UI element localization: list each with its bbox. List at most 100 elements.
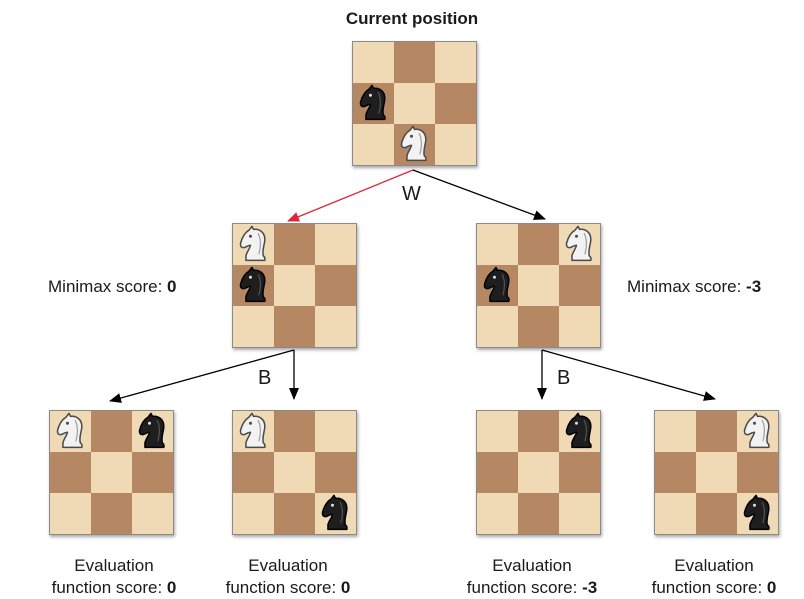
board-square-b1 bbox=[518, 493, 559, 534]
chessboard bbox=[477, 224, 600, 347]
board-square-b3 bbox=[274, 224, 315, 265]
minimax-score-value: -3 bbox=[746, 277, 762, 296]
right-minimax-score: Minimax score: -3 bbox=[627, 276, 761, 298]
board-square-b2 bbox=[274, 265, 315, 306]
board-square-c1 bbox=[132, 493, 173, 534]
board-square-a1 bbox=[655, 493, 696, 534]
board-square-a1 bbox=[233, 493, 274, 534]
board-square-a3 bbox=[655, 411, 696, 452]
black-knight-icon bbox=[565, 412, 592, 449]
board-square-b3 bbox=[518, 411, 559, 452]
board-square-b2 bbox=[696, 452, 737, 493]
eval-line2: function score: 0 bbox=[29, 577, 199, 599]
black-knight-icon bbox=[239, 266, 266, 303]
board-square-c2 bbox=[132, 452, 173, 493]
eval-label: function score: bbox=[225, 578, 341, 597]
board-square-b2 bbox=[394, 83, 435, 124]
eval-value: 0 bbox=[766, 578, 777, 597]
chessboard bbox=[233, 224, 356, 347]
chessboard bbox=[655, 411, 778, 534]
board-square-a1 bbox=[353, 124, 394, 165]
board-square-b3 bbox=[394, 42, 435, 83]
leaf4-eval: Evaluation function score: 0 bbox=[629, 555, 799, 599]
eval-line1: Evaluation bbox=[74, 556, 154, 575]
diagram-title: Current position bbox=[345, 9, 479, 28]
black-knight-icon bbox=[483, 266, 510, 303]
board-square-b3 bbox=[274, 411, 315, 452]
arrow-right-to-leaf4 bbox=[541, 349, 716, 401]
left-minimax-score: Minimax score: 0 bbox=[48, 276, 177, 298]
arrow-root-to-left-chosen bbox=[287, 169, 414, 222]
eval-label: function score: bbox=[651, 578, 767, 597]
arrow-root-to-right bbox=[412, 169, 546, 220]
eval-line1: Evaluation bbox=[674, 556, 754, 575]
leaf2-board bbox=[232, 410, 357, 535]
board-square-a2 bbox=[477, 452, 518, 493]
board-square-c1 bbox=[435, 124, 476, 165]
leaf3-eval: Evaluation function score: -3 bbox=[447, 555, 617, 599]
chessboard bbox=[353, 42, 476, 165]
board-square-c2 bbox=[315, 265, 356, 306]
board-square-a2 bbox=[50, 452, 91, 493]
leaf1-eval: Evaluation function score: 0 bbox=[29, 555, 199, 599]
eval-line1: Evaluation bbox=[492, 556, 572, 575]
arrow-left-to-leaf1 bbox=[109, 349, 295, 403]
board-square-b2 bbox=[91, 452, 132, 493]
eval-line2: function score: -3 bbox=[447, 577, 617, 599]
board-square-b1 bbox=[518, 306, 559, 347]
eval-value: -3 bbox=[582, 578, 598, 597]
white-knight-icon bbox=[239, 225, 266, 262]
board-square-c2 bbox=[315, 452, 356, 493]
leaf1-board bbox=[49, 410, 174, 535]
right-board bbox=[476, 223, 601, 348]
board-square-a2 bbox=[655, 452, 696, 493]
board-square-b1 bbox=[274, 493, 315, 534]
board-square-b3 bbox=[518, 224, 559, 265]
white-knight-icon bbox=[239, 412, 266, 449]
board-square-b3 bbox=[91, 411, 132, 452]
left-board bbox=[232, 223, 357, 348]
board-square-a1 bbox=[477, 493, 518, 534]
board-square-b1 bbox=[696, 493, 737, 534]
minimax-score-label: Minimax score: bbox=[627, 277, 747, 296]
board-square-c3 bbox=[315, 224, 356, 265]
board-square-a1 bbox=[233, 306, 274, 347]
eval-line2: function score: 0 bbox=[203, 577, 373, 599]
board-square-b2 bbox=[518, 265, 559, 306]
minimax-score-value: 0 bbox=[167, 277, 177, 296]
board-square-a2 bbox=[233, 452, 274, 493]
board-square-a3 bbox=[477, 411, 518, 452]
board-square-c2 bbox=[559, 265, 600, 306]
board-square-c2 bbox=[559, 452, 600, 493]
white-knight-icon bbox=[400, 125, 427, 162]
black-knight-icon bbox=[138, 412, 165, 449]
board-square-b1 bbox=[91, 493, 132, 534]
board-square-a1 bbox=[50, 493, 91, 534]
board-square-c1 bbox=[315, 306, 356, 347]
move-label-black-right: B bbox=[557, 367, 571, 389]
move-label-white: W bbox=[402, 183, 421, 205]
board-square-c1 bbox=[559, 306, 600, 347]
minimax-score-label: Minimax score: bbox=[48, 277, 168, 296]
leaf3-board bbox=[476, 410, 601, 535]
board-square-a1 bbox=[477, 306, 518, 347]
root-board bbox=[352, 41, 477, 166]
black-knight-icon bbox=[743, 494, 770, 531]
chessboard bbox=[50, 411, 173, 534]
board-square-c1 bbox=[559, 493, 600, 534]
move-label-black-left: B bbox=[258, 367, 272, 389]
eval-value: 0 bbox=[166, 578, 177, 597]
board-square-b1 bbox=[274, 306, 315, 347]
eval-line2: function score: 0 bbox=[629, 577, 799, 599]
board-square-b2 bbox=[274, 452, 315, 493]
leaf4-board bbox=[654, 410, 779, 535]
eval-label: function score: bbox=[51, 578, 167, 597]
eval-value: 0 bbox=[340, 578, 351, 597]
board-square-c3 bbox=[435, 42, 476, 83]
leaf2-eval: Evaluation function score: 0 bbox=[203, 555, 373, 599]
white-knight-icon bbox=[565, 225, 592, 262]
board-square-c2 bbox=[737, 452, 778, 493]
chessboard bbox=[477, 411, 600, 534]
white-knight-icon bbox=[743, 412, 770, 449]
